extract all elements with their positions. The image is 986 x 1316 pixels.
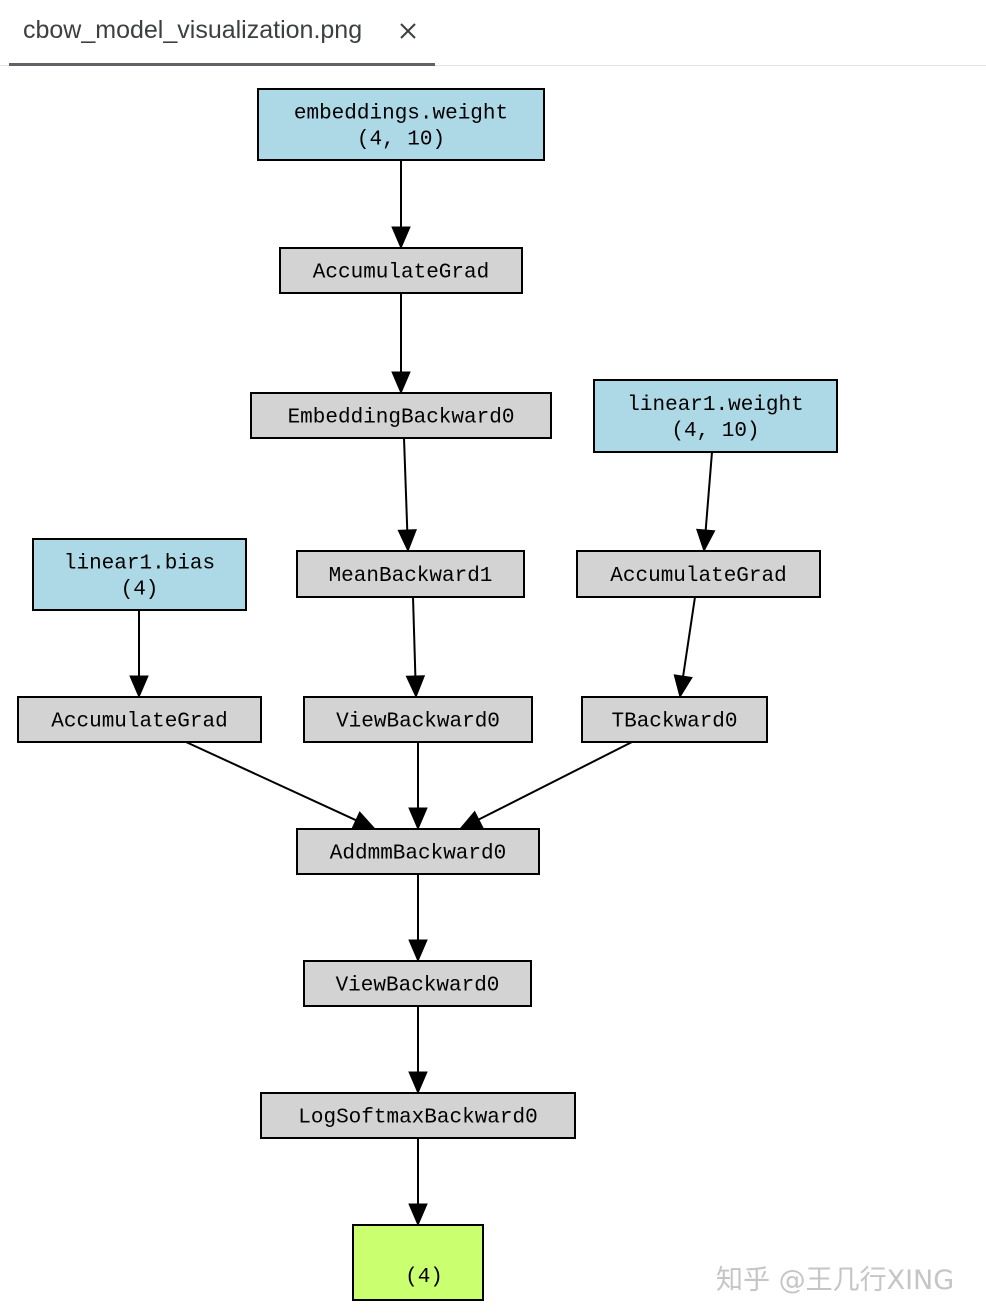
node-label: (4) (121, 579, 159, 602)
node-out: (4) (352, 1224, 484, 1301)
node-view2: ViewBackward0 (303, 960, 532, 1007)
edge-view2-logsm (408, 1006, 428, 1095)
node-box (303, 696, 533, 743)
node-label: AccumulateGrad (610, 565, 786, 588)
node-lin_w: linear1.weight (4, 10) (593, 379, 838, 453)
arrowhead (696, 528, 716, 553)
arrowhead (408, 1203, 428, 1227)
edge-emb_w-acc1 (391, 160, 411, 250)
node-label: AccumulateGrad (51, 711, 227, 734)
edges-layer (129, 160, 716, 1227)
node-embback: EmbeddingBackward0 (250, 392, 552, 439)
edge-mean-view1 (405, 596, 426, 699)
edge-line (478, 741, 633, 821)
node-box (279, 247, 523, 294)
arrowhead (397, 529, 417, 553)
node-acc1: AccumulateGrad (279, 247, 523, 294)
node-box (576, 550, 821, 598)
node-addmm: AddmmBackward0 (296, 828, 540, 875)
node-label: ViewBackward0 (336, 975, 500, 998)
node-tback: TBackward0 (581, 696, 768, 743)
node-emb_w: embeddings.weight (4, 10) (257, 88, 545, 161)
node-label: (4, 10) (671, 420, 759, 443)
edge-acc2-tback (673, 596, 696, 699)
node-box (581, 696, 768, 743)
node-box (260, 1092, 576, 1139)
nodes-layer: embeddings.weight(4, 10)AccumulateGradEm… (17, 88, 838, 1301)
node-acc2: AccumulateGrad (576, 550, 821, 598)
arrowhead (408, 1071, 428, 1095)
edge-line (185, 741, 357, 822)
node-label: linear1.bias (64, 553, 215, 576)
edge-line (704, 451, 713, 531)
node-label: TBackward0 (611, 711, 737, 734)
edge-embback-mean (397, 437, 417, 553)
edge-lin_b-acc3 (129, 610, 149, 699)
node-label: linear1.weight (627, 394, 803, 417)
edge-tback-addmm (458, 741, 633, 830)
node-lin_b: linear1.bias (4) (32, 538, 247, 611)
arrowhead (408, 939, 428, 963)
edge-logsm-out (408, 1138, 428, 1227)
edge-view1-addmm (408, 742, 428, 831)
node-box (250, 392, 552, 439)
edge-acc3-addmm (185, 741, 377, 830)
arrowhead (129, 675, 149, 699)
node-label: (4, 10) (357, 129, 445, 152)
node-box (296, 828, 540, 875)
arrowhead (673, 674, 693, 699)
node-box (296, 550, 525, 598)
node-box (257, 88, 545, 161)
close-icon[interactable] (397, 20, 419, 42)
watermark: 知乎 @王几行XING (716, 1265, 955, 1296)
node-box (32, 538, 247, 611)
node-box (17, 696, 262, 743)
tab-bar: cbow_model_visualization.png (0, 0, 986, 66)
edge-lin_w-acc2 (696, 451, 716, 553)
arrowhead (391, 226, 411, 250)
arrowhead (458, 810, 484, 830)
node-label: AddmmBackward0 (330, 843, 506, 866)
edge-addmm-view2 (408, 874, 428, 963)
node-label: EmbeddingBackward0 (288, 407, 515, 430)
node-box (303, 960, 532, 1007)
node-label: (4) (405, 1266, 443, 1289)
node-label: LogSoftmaxBackward0 (298, 1107, 537, 1130)
edge-acc1-embback (391, 293, 411, 395)
arrowhead (408, 807, 428, 831)
node-logsm: LogSoftmaxBackward0 (260, 1092, 576, 1139)
arrowhead (405, 675, 426, 699)
edge-line (412, 596, 417, 677)
node-mean: MeanBackward1 (296, 550, 525, 598)
node-view1: ViewBackward0 (303, 696, 533, 743)
node-acc3: AccumulateGrad (17, 696, 262, 743)
node-label: MeanBackward1 (329, 565, 493, 588)
arrowhead (351, 811, 377, 830)
node-label: AccumulateGrad (313, 262, 489, 285)
node-box (352, 1224, 484, 1301)
edge-line (403, 437, 409, 531)
arrowhead (391, 371, 411, 395)
autograd-graph: embeddings.weight(4, 10)AccumulateGradEm… (17, 88, 838, 1301)
tab-title: cbow_model_visualization.png (23, 16, 363, 44)
tab-active-image[interactable]: cbow_model_visualization.png (9, 0, 435, 66)
node-label: embeddings.weight (294, 103, 508, 126)
node-box (593, 379, 838, 453)
edge-line (682, 596, 696, 677)
node-label: ViewBackward0 (336, 711, 500, 734)
